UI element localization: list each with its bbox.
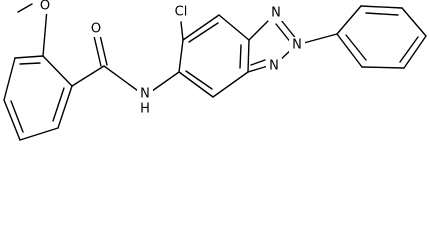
bond-c7a-n1 bbox=[248, 17, 272, 41]
bond-n2-phenyl bbox=[299, 33, 338, 45]
bond-ph-inner-3 bbox=[345, 34, 367, 61]
bond-n1-n2-b bbox=[280, 19, 298, 41]
bond-benzo-inner-1 bbox=[188, 22, 219, 43]
bond-ph-f bbox=[336, 33, 363, 68]
bond-ring1-d bbox=[3, 99, 21, 141]
bond-c7-c7a bbox=[218, 14, 250, 41]
triazole-n3-label: N bbox=[269, 59, 279, 74]
bond-c3a-c4 bbox=[212, 71, 249, 98]
bond-n3-c3a-a bbox=[247, 65, 269, 73]
bond-ring1-f bbox=[14, 55, 44, 59]
bond-ring1-inner-2 bbox=[10, 100, 24, 133]
chlorine-label: Cl bbox=[175, 5, 188, 20]
triazole-n1-label: N bbox=[271, 6, 281, 21]
bond-c4-c5 bbox=[178, 71, 214, 98]
bond-carbonyl-double-1 bbox=[93, 35, 102, 67]
bond-n3-c3a-b bbox=[250, 59, 266, 66]
bond-ph-inner-2 bbox=[399, 36, 419, 63]
bond-ph-a bbox=[336, 5, 362, 35]
bond-c5-c6 bbox=[178, 39, 184, 73]
bond-carbonyl-double-2 bbox=[99, 34, 108, 66]
bond-ring1-a bbox=[42, 55, 73, 87]
bond-benzo-inner-2 bbox=[239, 44, 242, 69]
bond-ring1-e bbox=[3, 57, 16, 101]
bond-ring1-b bbox=[57, 85, 73, 129]
atom-labels: O O N H Cl N N N bbox=[38, 0, 305, 117]
amide-hydrogen-label: H bbox=[140, 102, 150, 117]
bond-o-aryl bbox=[42, 8, 48, 57]
bond-ph-d bbox=[403, 35, 427, 69]
bond-ring1-inner-1 bbox=[52, 87, 65, 122]
bond-ring1-c bbox=[19, 127, 59, 141]
methoxy-oxygen-label: O bbox=[40, 0, 50, 14]
bond-c6-c7 bbox=[182, 14, 220, 41]
bond-c6-cl bbox=[180, 21, 184, 41]
bond-ph-c bbox=[401, 7, 427, 37]
bond-ph-b bbox=[360, 5, 403, 9]
bonds bbox=[3, 3, 427, 141]
bond-aryl-carbonyl bbox=[71, 65, 105, 87]
carbonyl-oxygen-label: O bbox=[91, 22, 101, 37]
molecule-structure: O O N H Cl N N N bbox=[3, 0, 427, 141]
amide-nitrogen-label: N bbox=[140, 87, 150, 102]
bond-ring1-inner-3 bbox=[19, 62, 41, 65]
bond-c7a-c3a bbox=[247, 39, 250, 73]
bond-benzo-inner-3 bbox=[185, 70, 213, 90]
bond-ph-inner-1 bbox=[365, 12, 399, 16]
bond-ph-e bbox=[361, 66, 405, 69]
triazole-n2-label: N bbox=[292, 38, 302, 53]
bond-methyl-o bbox=[17, 3, 33, 13]
